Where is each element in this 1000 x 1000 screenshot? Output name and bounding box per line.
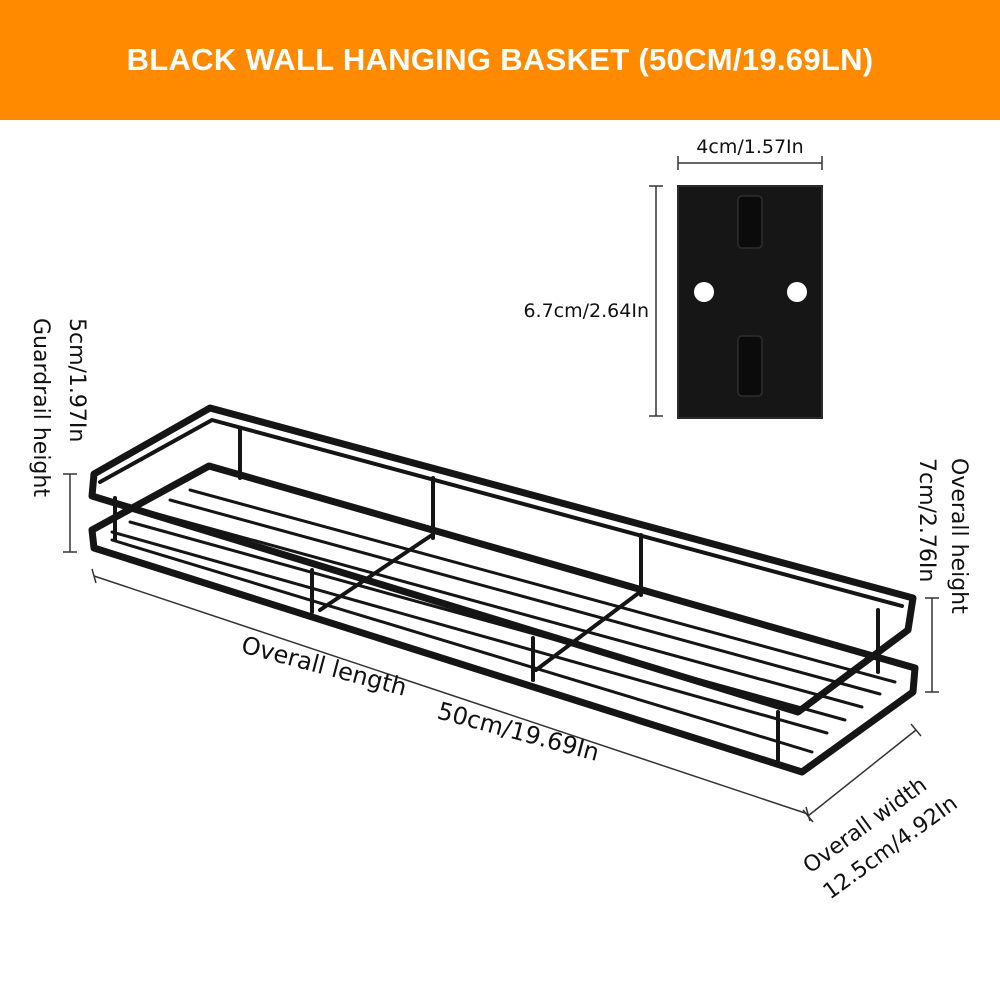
hook-plate-edge: [677, 185, 823, 419]
hook-width-label: 4cm/1.57In: [696, 136, 803, 158]
hook-width-dimension: [677, 156, 823, 170]
basket-top-rail: [88, 404, 917, 716]
guardrail-height-name: Guardrail height: [28, 318, 53, 497]
basket-cross-bars: [318, 533, 642, 672]
basket-floor-frame: [88, 462, 919, 776]
guardrail-height-dimension: [63, 473, 77, 553]
overall-width-dimension: [802, 723, 922, 823]
title-banner: BLACK WALL HANGING BASKET (50CM/19.69LN): [0, 0, 1000, 120]
hook-height-label: 6.7cm/2.64In: [523, 300, 649, 322]
overall-length-value: 50cm/19.69In: [434, 697, 602, 767]
basket-posts: [113, 426, 880, 762]
overall-height-dimension: [925, 597, 939, 693]
overall-height-value: 7cm/2.76In: [914, 458, 939, 582]
hook-top: [737, 195, 763, 249]
banner-title: BLACK WALL HANGING BASKET (50CM/19.69LN): [126, 42, 874, 77]
hook-height-dimension: [649, 185, 663, 417]
guardrail-height-value: 5cm/1.97In: [64, 318, 89, 442]
hook-plate: [677, 185, 823, 419]
screw-hole-right: [787, 282, 807, 302]
basket: [88, 404, 919, 776]
hook-bottom: [737, 335, 763, 397]
screw-hole-left: [694, 282, 714, 302]
overall-height-name: Overall height: [946, 458, 971, 614]
basket-wire-bars: [110, 488, 897, 754]
basket-inner-rail: [98, 418, 904, 608]
